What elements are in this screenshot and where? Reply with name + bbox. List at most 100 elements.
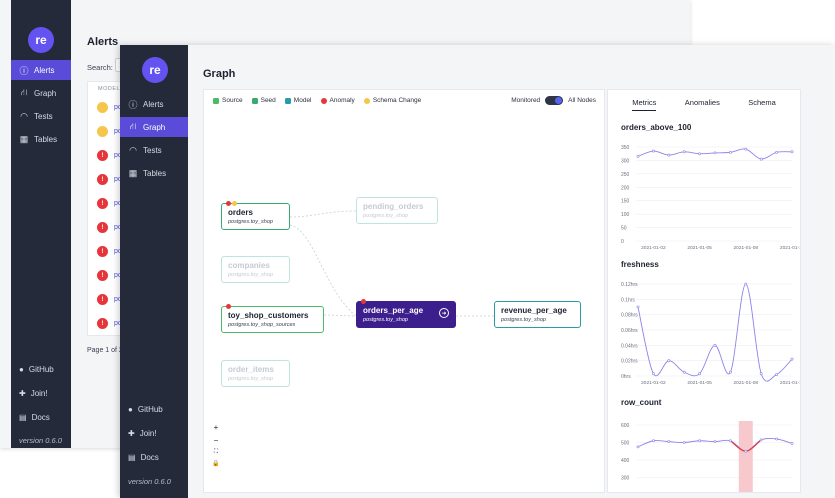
sidebar-item-tables[interactable]: ▦Tables — [120, 163, 188, 183]
data-point — [775, 150, 779, 154]
sidebar-item-label: Tests — [34, 111, 53, 121]
legend-item: Source — [213, 97, 243, 104]
node-name: companies — [228, 261, 270, 270]
legend-label: Seed — [260, 97, 276, 104]
node-name: order_items — [228, 365, 274, 374]
data-point — [729, 439, 732, 443]
y-tick-label: 0 — [621, 239, 624, 245]
join-link[interactable]: ✚Join! — [128, 429, 157, 438]
toggle-switch[interactable] — [545, 96, 564, 105]
data-point — [652, 439, 655, 443]
node-revenue-per-age[interactable]: revenue_per_age postgres.toy_shop — [494, 301, 581, 328]
graph-edges — [289, 210, 494, 317]
lock-icon[interactable]: 🔒 — [212, 461, 220, 467]
series-line — [637, 283, 793, 382]
sidebar-item-graph[interactable]: ⛙Graph — [11, 83, 71, 103]
node-name: pending_orders — [363, 202, 424, 211]
toggle-label-all-nodes: All Nodes — [568, 97, 596, 104]
node-companies[interactable]: companies postgres.toy_shop — [221, 256, 290, 283]
data-point — [667, 440, 671, 444]
y-tick-label: 300 — [621, 476, 630, 482]
sidebar-item-graph[interactable]: ⛙Graph — [120, 117, 188, 137]
join-link[interactable]: ✚Join! — [19, 389, 48, 398]
data-point — [682, 150, 686, 154]
node-toy-shop-customers[interactable]: toy_shop_customers postgres.toy_shop_sou… — [221, 304, 324, 333]
fit-view-icon[interactable]: ⛶ — [213, 449, 219, 455]
monitored-toggle[interactable]: Monitored All Nodes — [511, 96, 596, 105]
y-tick-label: 400 — [621, 458, 630, 464]
legend-label: Schema Change — [372, 97, 422, 104]
node-name: revenue_per_age — [501, 306, 567, 315]
data-point — [698, 372, 702, 376]
elementary-logo[interactable]: re — [142, 57, 168, 83]
github-link[interactable]: ●GitHub — [19, 365, 54, 374]
zoom-in-icon[interactable]: + — [213, 423, 219, 432]
tab-schema[interactable]: Schema — [748, 98, 776, 107]
slack-icon: ✚ — [19, 389, 26, 398]
graph-icon: ⛙ — [129, 121, 137, 131]
y-tick-label: 0.02hrs — [621, 359, 638, 365]
data-point — [744, 449, 748, 453]
data-point — [713, 343, 717, 347]
error-status-icon: ! — [97, 294, 108, 305]
elementary-logo[interactable]: re — [28, 27, 54, 53]
row-count-chart: 200300400500600 — [621, 421, 794, 492]
node-schema: postgres.toy_shop — [363, 213, 408, 219]
schema-change-marker — [232, 201, 237, 206]
node-name: orders_per_age — [363, 306, 424, 315]
tab-anomalies[interactable]: Anomalies — [684, 98, 720, 107]
sidebar-item-tests[interactable]: ◠ Tests — [11, 106, 71, 126]
docs-link[interactable]: ▤Docs — [19, 413, 50, 422]
y-tick-label: 250 — [621, 172, 630, 178]
lineage-graph[interactable]: Source Seed Model Anomaly Schema Change Moni… — [203, 89, 605, 493]
y-tick-label: 0.12hrs — [621, 282, 638, 288]
legend-swatch — [251, 97, 258, 104]
docs-link[interactable]: ▤Docs — [128, 453, 159, 462]
error-status-icon: ! — [97, 318, 108, 329]
alert-circle-icon: ⓘ — [128, 99, 138, 110]
legend-swatch — [284, 97, 291, 104]
node-order-items[interactable]: order_items postgres.toy_shop — [221, 360, 290, 387]
gauge-icon: ◠ — [20, 110, 28, 121]
data-point — [744, 147, 748, 151]
data-point — [667, 359, 671, 363]
expand-node-icon[interactable]: ➜ — [439, 308, 449, 318]
github-link[interactable]: ●GitHub — [128, 405, 163, 414]
tab-metrics[interactable]: Metrics — [632, 98, 657, 111]
legend-label: Anomaly — [329, 97, 355, 104]
y-tick-label: 0.1hrs — [621, 297, 635, 303]
node-schema: postgres.toy_shop — [501, 317, 546, 323]
chart-title-freshness: freshness — [621, 260, 659, 269]
page-title: Alerts — [87, 36, 119, 48]
legend-swatch — [213, 97, 219, 104]
error-status-icon: ! — [97, 198, 108, 209]
data-point — [744, 282, 748, 286]
x-tick-label: 2021-01-08 — [734, 245, 759, 251]
zoom-out-icon[interactable]: − — [213, 436, 219, 445]
anomaly-band — [738, 421, 753, 492]
x-tick-label: 2021-01-08 — [734, 380, 759, 386]
data-point — [667, 153, 671, 157]
legend-swatch — [363, 97, 370, 104]
node-orders-per-age[interactable]: orders_per_age postgres.toy_shop ➜ — [356, 299, 456, 328]
y-tick-label: 500 — [621, 441, 630, 447]
data-point — [759, 372, 763, 376]
legend-item: Model — [284, 97, 312, 104]
node-orders[interactable]: orders postgres.toy_shop — [221, 201, 290, 230]
column-header-model: MODEL — [98, 86, 121, 92]
sidebar-item-tables[interactable]: ▦Tables — [11, 129, 71, 149]
sidebar-item-tests[interactable]: ◠Tests — [120, 140, 188, 160]
y-tick-label: 600 — [621, 423, 630, 429]
x-tick-label: 2021-01-11 — [780, 245, 801, 251]
github-label: GitHub — [137, 405, 163, 414]
anomaly-marker — [226, 201, 231, 206]
data-point — [636, 154, 640, 158]
data-point — [790, 150, 794, 154]
node-pending-orders[interactable]: pending_orders postgres.toy_shop — [356, 197, 438, 224]
data-point — [759, 438, 763, 442]
